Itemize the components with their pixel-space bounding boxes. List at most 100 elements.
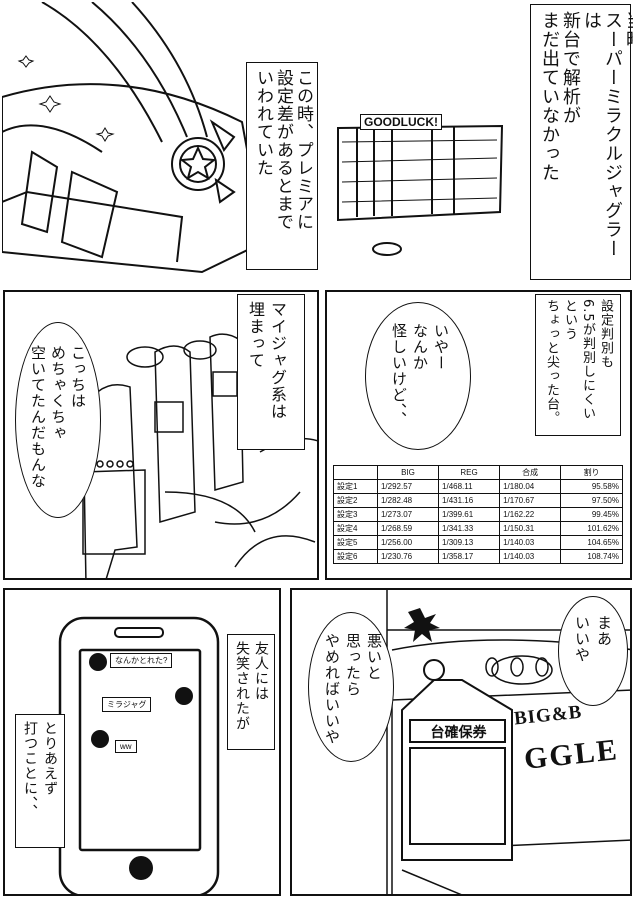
avatar-dot [175, 687, 193, 705]
chat-message: ww [115, 740, 137, 753]
speech-text: いやー なんか 怪しいけど、、 [388, 323, 451, 441]
speech-line: なんか [411, 323, 429, 371]
narration-box-1: 当時 スーパーミラクルジャグラーは 新台で解析が まだ出ていなかった [530, 4, 633, 280]
table-cell: 108.74% [560, 549, 623, 564]
table-cell: 1/341.33 [438, 521, 501, 536]
table-cell: 1/230.76 [376, 549, 440, 564]
narration-box-2: この時、プレミアに 設定差があるとまで いわれていた [246, 62, 318, 270]
table-cell: 1/399.61 [438, 507, 501, 522]
narration-text: この時、プレミアに 設定差があるとまで いわれていた [253, 69, 313, 265]
table-cell: 99.45% [560, 507, 623, 522]
table-header: 割り [560, 465, 623, 480]
narration-line: マイジャグ系は [268, 301, 287, 420]
table-cell: 1/162.22 [499, 507, 562, 522]
narration-line: この時、プレミアに [293, 69, 313, 231]
table-cell: 1/358.17 [438, 549, 501, 564]
slot-row-illustration [82, 333, 317, 578]
reservation-tag-label: 台確保券 [430, 725, 487, 741]
table-row: 設定6 1/230.76 1/358.17 1/140.03 108.74% [333, 549, 623, 564]
speech-bubble-4: 悪いと 思ったら やめればいいや [308, 612, 394, 762]
narration-line: いわれていた [253, 69, 273, 177]
speech-text: 悪いと 思ったら やめればいいや [321, 633, 384, 749]
setting-table: BIG REG 合成 割り 設定1 1/292.57 1/468.11 1/18… [333, 465, 623, 564]
speech-bubble-2: いやー なんか 怪しいけど、、 [365, 302, 471, 450]
table-row: 設定4 1/268.59 1/341.33 1/150.31 101.62% [333, 521, 623, 536]
table-cell: 設定4 [333, 521, 378, 536]
table-row: 設定2 1/282.48 1/431.16 1/170.67 97.50% [333, 493, 623, 508]
speech-line: 怪しいけど、、 [390, 323, 408, 428]
table-row: 設定1 1/292.57 1/468.11 1/180.04 95.58% [333, 479, 623, 494]
narration-box-3: マイジャグ系は 埋まって [237, 294, 305, 450]
goodluck-sign: GOODLUCK! [360, 114, 442, 130]
table-header [333, 465, 378, 480]
table-cell: 104.65% [560, 535, 623, 550]
table-cell: 1/273.07 [376, 507, 440, 522]
speech-line: こっちは [69, 345, 87, 409]
narration-line: 設定判別も [598, 299, 613, 369]
narration-box-6: とりあえず 打つことに、、 [15, 714, 65, 848]
speech-bubble-3: まあ いいや [558, 596, 628, 706]
table-cell: 1/140.03 [499, 535, 562, 550]
narration-line: 6.5が判別しにくい [580, 299, 595, 421]
panel-4: なんかとれた? ミラジャグ ww 友人には 失笑されたが とりあえず 打つことに… [3, 588, 281, 896]
table-cell: 101.62% [560, 521, 623, 536]
narration-line: 新台で解析が [560, 11, 581, 125]
table-cell: 1/431.16 [438, 493, 501, 508]
table-cell: 設定5 [333, 535, 378, 550]
table-cell: 1/150.31 [499, 521, 562, 536]
speech-line: 空いてたんだもんな [29, 345, 47, 489]
table-cell: 1/268.59 [376, 521, 440, 536]
avatar-dot [91, 730, 109, 748]
speech-text: まあ いいや [571, 615, 615, 695]
narration-line: 友人には [253, 641, 269, 701]
narration-line: という [562, 299, 577, 341]
narration-text: マイジャグ系は 埋まって [244, 301, 288, 445]
narration-line: とりあえず [42, 721, 58, 796]
table-cell: 1/292.57 [376, 479, 440, 494]
narration-line: 当時 [623, 11, 633, 49]
narration-box-5: 友人には 失笑されたが [227, 634, 275, 750]
speech-text: こっちは めちゃくちゃ 空いてたんだもんな [28, 345, 88, 505]
narration-text: 設定判別も 6.5が判別しにくい という ちょっと尖った台。 [542, 299, 614, 433]
chat-message: なんかとれた? [110, 653, 173, 668]
chat-message: ミラジャグ [102, 697, 152, 712]
table-header: REG [438, 465, 501, 480]
narration-line: 設定差があるとまで [273, 69, 293, 231]
table-cell: 1/282.48 [376, 493, 440, 508]
table-cell: 1/256.00 [376, 535, 440, 550]
speech-line: めちゃくちゃ [49, 345, 67, 441]
narration-line: まだ出ていなかった [539, 11, 560, 182]
table-cell: 設定2 [333, 493, 378, 508]
table-header-row: BIG REG 合成 割り [333, 465, 623, 480]
table-cell: 設定6 [333, 549, 378, 564]
panel-1: GOODLUCK! 当時 スーパーミラクルジャグラーは 新台で解析が まだ出てい… [2, 2, 633, 280]
avatar-dot [89, 653, 107, 671]
speech-bubble-1: こっちは めちゃくちゃ 空いてたんだもんな [15, 322, 101, 518]
table-cell: 1/140.03 [499, 549, 562, 564]
table-cell: 設定1 [333, 479, 378, 494]
table-cell: 1/180.04 [499, 479, 562, 494]
narration-text: とりあえず 打つことに、、 [20, 721, 60, 843]
panel-3: 設定判別も 6.5が判別しにくい という ちょっと尖った台。 いやー なんか 怪… [325, 290, 632, 580]
narration-line: 失笑されたが [234, 641, 250, 731]
reservation-tag: 台確保券 [412, 722, 505, 742]
speech-line: いやー [432, 323, 450, 371]
table-cell: 設定3 [333, 507, 378, 522]
table-cell: 1/468.11 [438, 479, 501, 494]
narration-line: ちょっと尖った台。 [544, 299, 559, 425]
narration-box-4: 設定判別も 6.5が判別しにくい という ちょっと尖った台。 [535, 294, 621, 436]
goodluck-text: GOODLUCK! [364, 115, 438, 129]
table-cell: 1/309.13 [438, 535, 501, 550]
table-cell: 97.50% [560, 493, 623, 508]
speech-line: やめればいいや [323, 633, 341, 745]
table-header: 合成 [499, 465, 562, 480]
speech-line: いいや [573, 615, 591, 663]
narration-text: 友人には 失笑されたが [232, 641, 270, 745]
table-cell: 95.58% [560, 479, 623, 494]
table-cell: 1/170.67 [499, 493, 562, 508]
speech-line: まあ [595, 615, 613, 647]
panel-2: マイジャグ系は 埋まって こっちは めちゃくちゃ 空いてたんだもんな [3, 290, 319, 580]
speech-line: 思ったら [344, 633, 362, 697]
table-row: 設定5 1/256.00 1/309.13 1/140.03 104.65% [333, 535, 623, 550]
slot-machine-illustration [2, 2, 504, 274]
